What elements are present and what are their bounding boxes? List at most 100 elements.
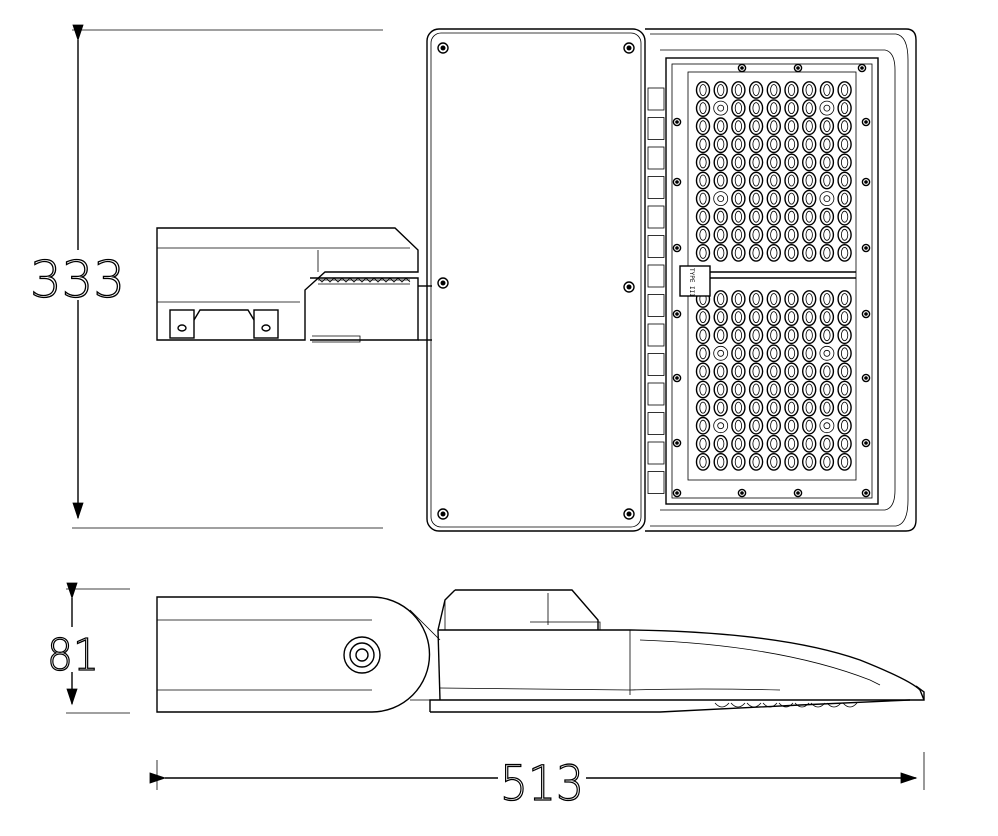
heat-sink-fin <box>647 471 665 494</box>
led-lens <box>695 326 711 345</box>
led-lens <box>784 326 799 345</box>
led-lens <box>695 153 711 172</box>
led-lens <box>695 117 711 136</box>
led-lens <box>731 81 746 99</box>
cover-screw <box>437 508 449 520</box>
led-lens <box>802 225 817 244</box>
led-lens <box>766 153 781 172</box>
lens-bump <box>810 702 826 708</box>
panel-screw <box>672 117 682 127</box>
led-lens <box>802 434 817 453</box>
led-lens <box>766 434 781 453</box>
led-lens <box>695 81 711 99</box>
led-lens <box>695 171 711 190</box>
led-lens <box>784 243 799 262</box>
sensor-lens <box>713 418 729 434</box>
led-lens <box>837 243 852 262</box>
cover-screw <box>623 508 635 520</box>
led-lens <box>748 243 764 262</box>
driver-cover-top-view <box>426 28 646 532</box>
led-lens <box>837 416 852 435</box>
led-lens <box>837 434 852 453</box>
led-lens <box>731 171 746 190</box>
led-lens <box>819 81 835 99</box>
mounting-arm-top-view <box>156 227 432 343</box>
panel-screw <box>793 488 803 498</box>
heat-sink-fin <box>647 382 665 406</box>
lens-bump <box>714 702 730 708</box>
led-lens <box>713 434 728 453</box>
led-lens <box>731 290 746 308</box>
led-lens <box>695 398 711 417</box>
led-lens <box>784 171 799 190</box>
led-lens <box>695 99 711 118</box>
led-lens <box>731 243 746 262</box>
panel-screw <box>861 117 871 127</box>
led-lens <box>802 452 817 471</box>
led-lens <box>766 189 781 208</box>
led-lens <box>784 225 799 244</box>
led-lens <box>819 434 835 453</box>
heat-sink-fin <box>647 87 665 111</box>
panel-screw <box>861 488 871 498</box>
led-lens <box>748 362 764 381</box>
sensor-lens <box>819 418 835 434</box>
led-lens <box>731 153 746 172</box>
led-lens <box>802 81 817 99</box>
height-dimension: 333 <box>29 24 383 529</box>
led-lens <box>748 135 764 154</box>
heat-sink-fin <box>647 146 665 170</box>
led-lens <box>748 171 764 190</box>
led-lens <box>695 207 711 226</box>
led-lens <box>731 398 746 417</box>
panel-screw <box>672 373 682 383</box>
led-lens <box>802 308 817 326</box>
led-lens <box>837 117 852 136</box>
led-lens <box>731 452 746 471</box>
led-lens <box>766 344 781 363</box>
led-lens <box>713 135 728 154</box>
led-lens <box>784 99 799 118</box>
led-lens <box>731 326 746 345</box>
panel-screw <box>857 63 867 73</box>
led-lens <box>837 344 852 363</box>
led-lens <box>819 362 835 381</box>
led-lens <box>784 189 799 208</box>
height-dimension-label: 333 <box>30 251 125 309</box>
led-lens <box>713 452 728 471</box>
led-lens <box>802 99 817 118</box>
heat-sink-fin <box>647 235 665 258</box>
sensor-lens <box>819 345 835 361</box>
side-view: 81 <box>45 582 925 714</box>
led-lens <box>748 225 764 244</box>
led-lens <box>837 189 852 208</box>
led-lens <box>819 326 835 345</box>
panel-screw <box>861 438 871 448</box>
panel-screw <box>861 177 871 187</box>
led-lens <box>748 416 764 435</box>
led-lens <box>837 290 852 308</box>
length-dimension: 513 <box>149 752 925 813</box>
led-lens <box>819 452 835 471</box>
led-lens <box>713 380 728 399</box>
led-lens <box>713 308 728 326</box>
led-lens <box>748 189 764 208</box>
led-lens <box>784 452 799 471</box>
led-lens <box>802 380 817 399</box>
led-lens <box>784 135 799 154</box>
heat-sink-fin <box>647 205 665 229</box>
led-lens <box>802 171 817 190</box>
led-lens <box>766 362 781 381</box>
led-lens <box>748 452 764 471</box>
led-lens <box>802 189 817 208</box>
cover-screw <box>437 42 449 54</box>
led-lens <box>819 398 835 417</box>
led-lens <box>731 380 746 399</box>
cover-screw <box>623 281 635 293</box>
cover-screw <box>437 277 449 289</box>
led-lens <box>695 189 711 208</box>
led-lens <box>713 243 728 262</box>
led-lens <box>766 308 781 326</box>
led-lens <box>748 153 764 172</box>
